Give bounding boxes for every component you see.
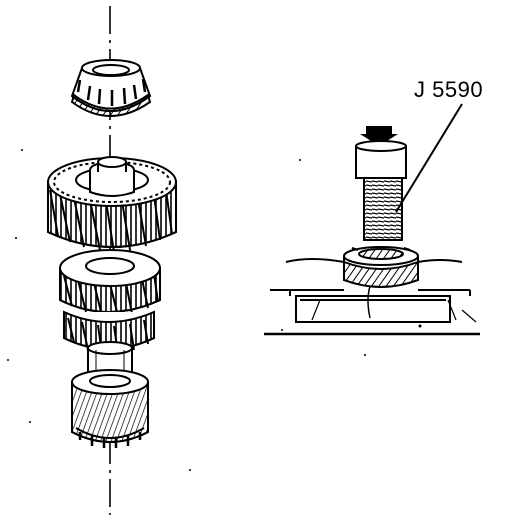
installer-collar: [344, 247, 418, 287]
callout-leader-line: [396, 104, 462, 212]
lower-helical-gear: [64, 312, 154, 354]
tool-number-label: J 5590: [414, 77, 484, 102]
bearing-cone-top: [72, 60, 150, 116]
exploded-gear-shaft-assembly: [48, 6, 176, 515]
bearing-cone-bottom: [72, 370, 148, 448]
large-helical-gear: [48, 157, 176, 252]
middle-helical-gear: [60, 250, 160, 316]
transmission-case-section: [264, 259, 480, 334]
bearing-installer-setup: [264, 104, 480, 334]
press-force-arrow: [360, 126, 398, 146]
installer-tool-body: [356, 141, 406, 240]
scan-speckles: [7, 149, 366, 471]
